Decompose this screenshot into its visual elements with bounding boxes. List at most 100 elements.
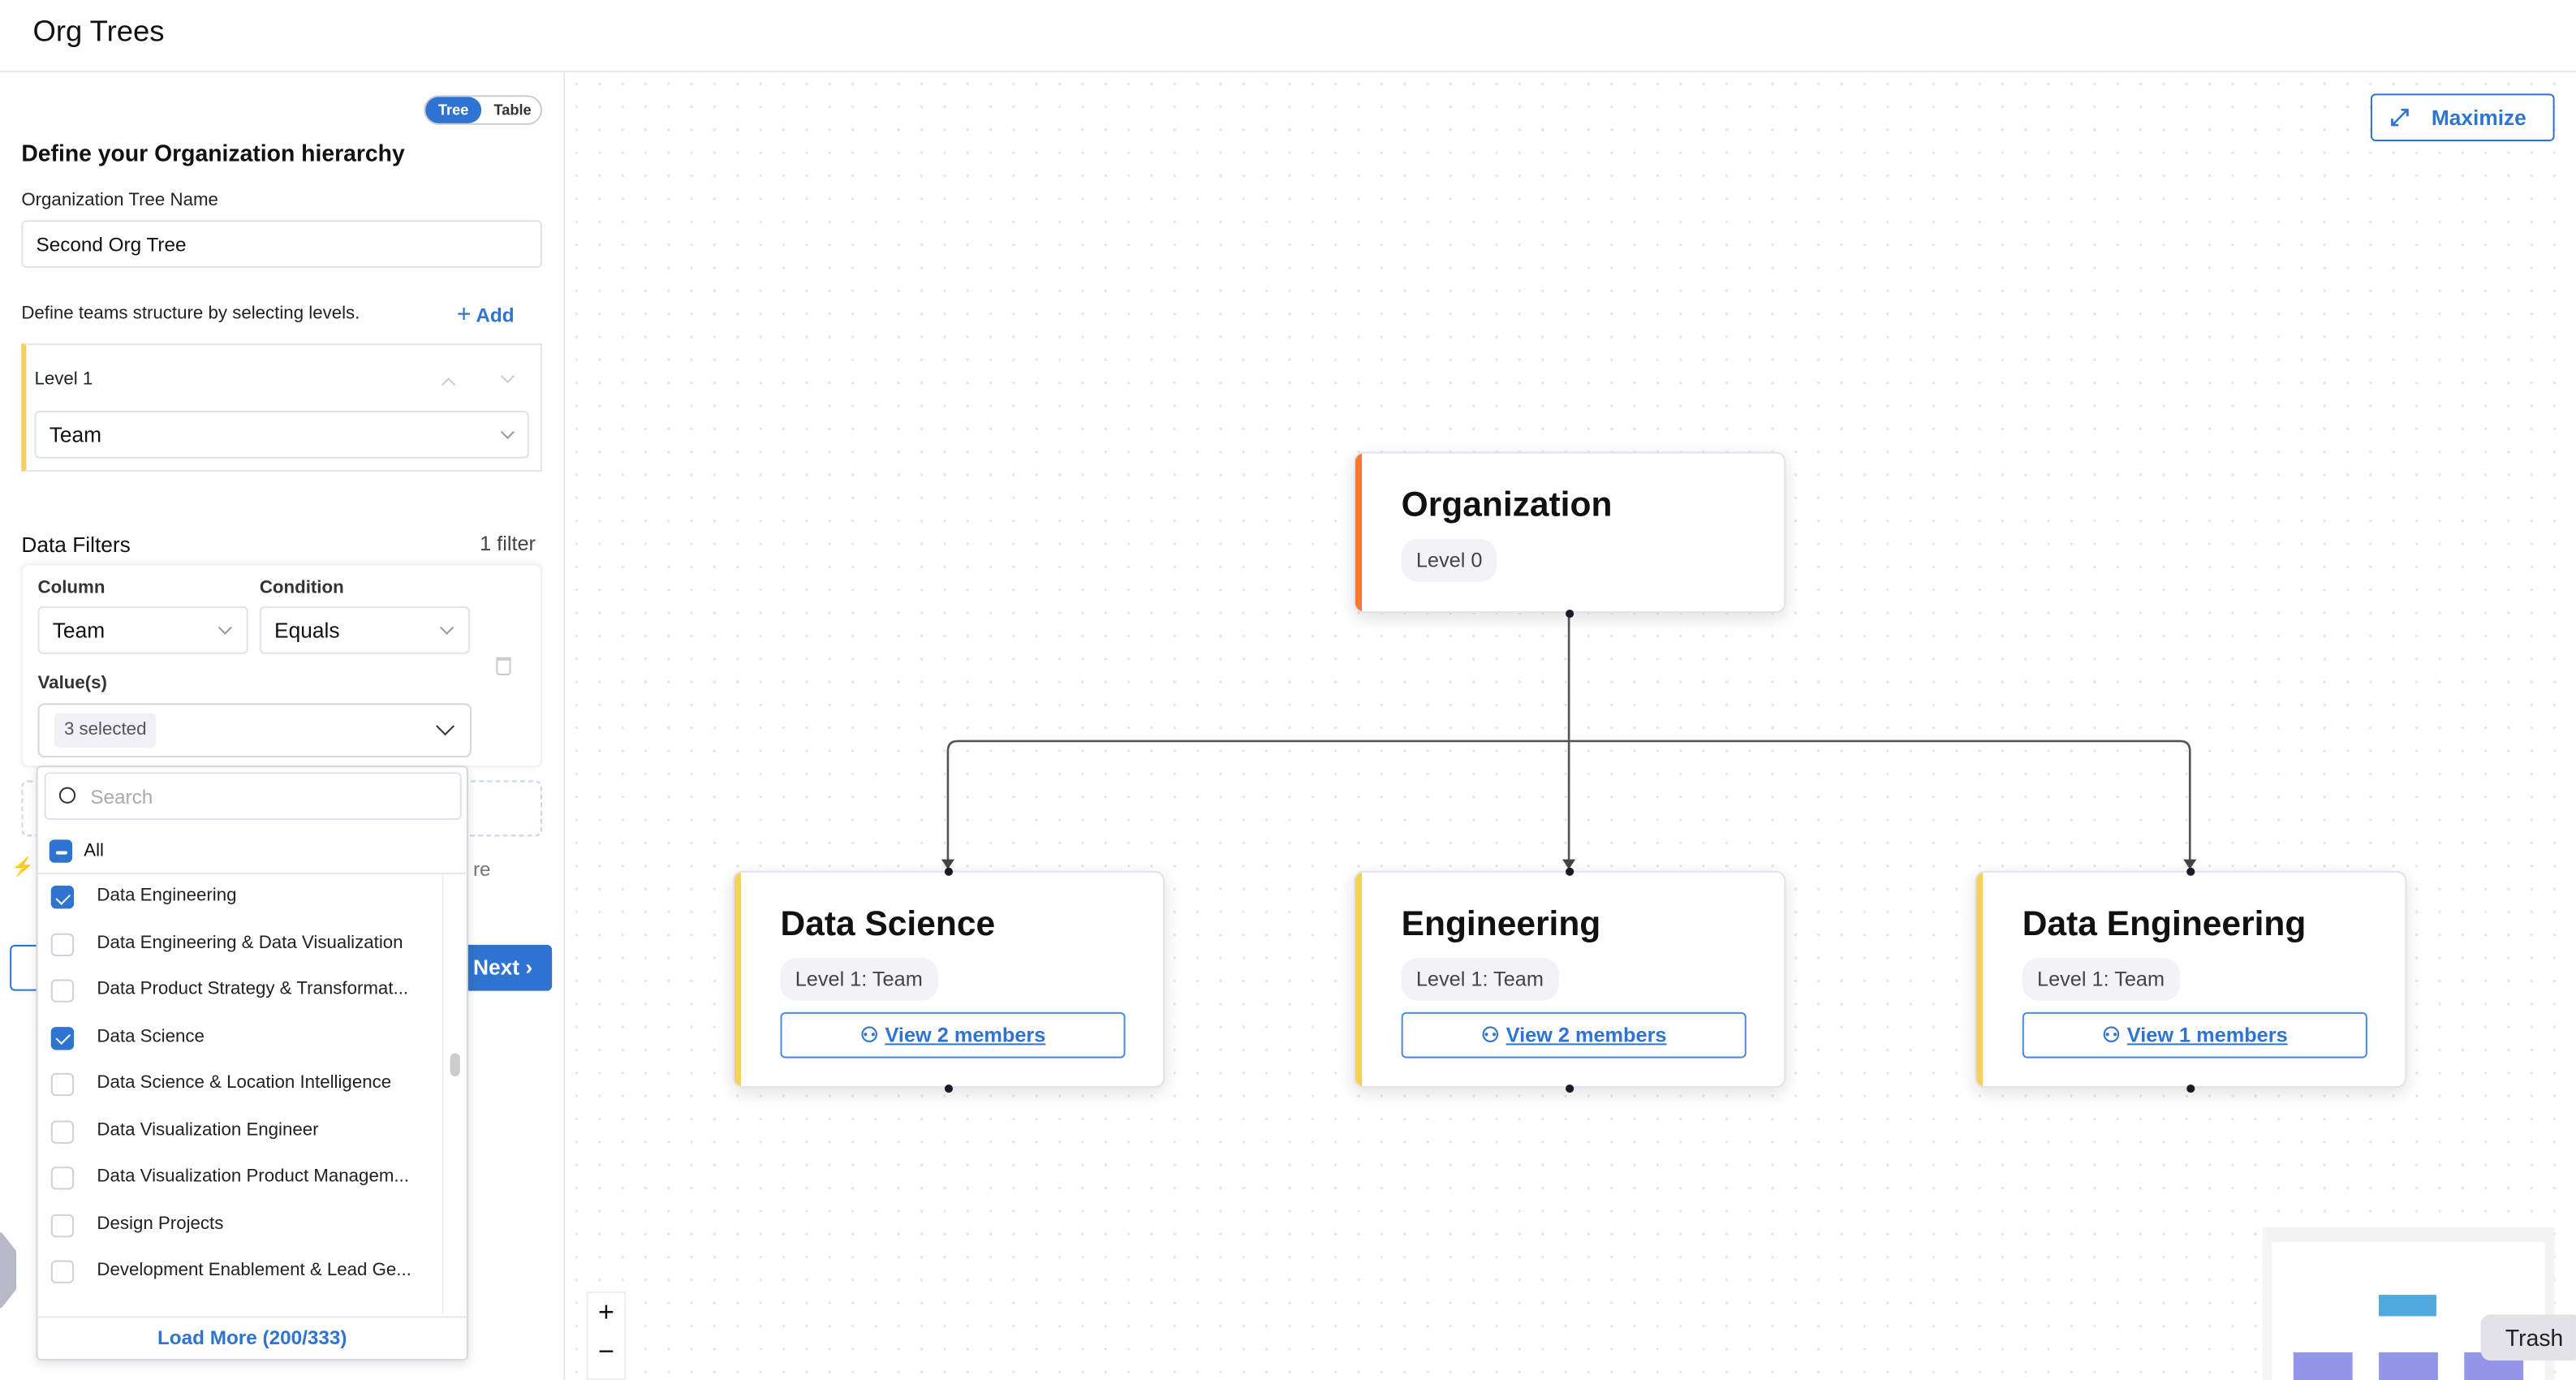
- node-title: Data Engineering: [2022, 905, 2307, 943]
- node-handle[interactable]: [1566, 609, 1574, 619]
- tree-name-input[interactable]: Second Org Tree: [21, 220, 542, 268]
- chevron-down-icon: [436, 717, 455, 736]
- add-label: Add: [476, 304, 515, 327]
- zoom-controls: + −: [586, 1292, 627, 1380]
- chevron-down-icon: [500, 425, 515, 439]
- chevron-down-icon: [218, 620, 232, 635]
- option-item[interactable]: Data Science: [38, 1015, 442, 1061]
- view-members-label: View 2 members: [1506, 1024, 1667, 1047]
- option-checkbox[interactable]: [50, 1072, 75, 1097]
- side-handle[interactable]: [0, 1232, 17, 1309]
- option-item[interactable]: Data Science & Location Intelligence: [38, 1062, 442, 1108]
- tree-canvas[interactable]: ⤢ Maximize Organization Level 0 Data Sci…: [565, 72, 2576, 1380]
- option-item[interactable]: Data Product Strategy & Transformat...: [38, 968, 442, 1014]
- view-members-button[interactable]: ⚇View 1 members: [2022, 1011, 2367, 1059]
- members-icon: ⚇: [2101, 1024, 2121, 1047]
- node-title: Organization: [1401, 486, 1613, 524]
- node-handle[interactable]: [1566, 867, 1574, 876]
- option-item[interactable]: Design Projects: [38, 1202, 442, 1248]
- select-all-label: All: [84, 841, 104, 861]
- minimap-child-node: [2293, 1352, 2353, 1380]
- next-label: Next: [472, 955, 520, 980]
- node-handle[interactable]: [1566, 1084, 1574, 1093]
- lightning-icon: ⚡: [11, 857, 34, 878]
- selected-chip: 3 selected: [54, 713, 157, 748]
- node-color-bar: [734, 872, 741, 1086]
- option-label: Development Enablement & Lead Ge...: [97, 1260, 411, 1280]
- edge-to-data-science: [946, 740, 1570, 861]
- option-item[interactable]: Data Visualization Engineer: [38, 1108, 442, 1154]
- option-item[interactable]: Data Engineering & Data Visualization: [38, 921, 442, 968]
- select-all-checkbox[interactable]: [49, 839, 73, 863]
- view-toggle[interactable]: Tree Table: [424, 95, 542, 125]
- add-level-button[interactable]: + Add: [457, 300, 515, 328]
- edge-to-data-engineering: [1569, 740, 2191, 861]
- option-checkbox[interactable]: [50, 1167, 75, 1190]
- tab-tree[interactable]: Tree: [425, 97, 482, 123]
- option-label: Data Science & Location Intelligence: [97, 1072, 392, 1093]
- hint-text-fragment: re: [472, 857, 491, 881]
- tab-table[interactable]: Table: [493, 101, 532, 119]
- node-handle[interactable]: [2186, 867, 2195, 876]
- move-down-icon[interactable]: [500, 369, 515, 384]
- view-members-label: View 1 members: [2126, 1024, 2288, 1047]
- node-color-bar: [1355, 453, 1363, 612]
- view-members-button[interactable]: ⚇View 2 members: [1401, 1011, 1747, 1059]
- condition-value: Equals: [274, 618, 340, 643]
- level-select[interactable]: Team: [34, 411, 529, 459]
- option-label: Data Engineering & Data Visualization: [97, 932, 403, 953]
- column-select[interactable]: Team: [37, 606, 248, 654]
- select-all-row[interactable]: All: [37, 826, 467, 874]
- option-item[interactable]: Development Enablement & Lead Ge...: [38, 1248, 442, 1295]
- plus-icon: +: [456, 300, 472, 329]
- column-value: Team: [52, 618, 106, 643]
- node-handle[interactable]: [944, 1084, 954, 1093]
- connector-lines: [941, 613, 2197, 869]
- level-badge: Level 1: Team: [780, 958, 938, 1001]
- option-checkbox[interactable]: [50, 1119, 75, 1143]
- node-handle[interactable]: [944, 867, 954, 876]
- option-checkbox[interactable]: [50, 1213, 75, 1237]
- option-checkbox[interactable]: [50, 1260, 75, 1283]
- chevron-down-icon: [439, 620, 454, 635]
- scrollbar-thumb[interactable]: [450, 1053, 460, 1076]
- option-checkbox[interactable]: [50, 979, 75, 1003]
- zoom-out-button[interactable]: −: [597, 1335, 614, 1368]
- level-badge: Level 1: Team: [2022, 958, 2180, 1001]
- expand-icon: ⤢: [2390, 103, 2409, 130]
- node-color-bar: [1976, 872, 1984, 1086]
- maximize-label: Maximize: [2431, 105, 2526, 130]
- values-multiselect[interactable]: 3 selected: [37, 703, 472, 758]
- zoom-in-button[interactable]: +: [597, 1296, 614, 1328]
- org-node-root[interactable]: Organization Level 0: [1353, 451, 1786, 614]
- arrow-head: [1562, 859, 1576, 869]
- option-checkbox[interactable]: [50, 932, 75, 956]
- minimap[interactable]: [2262, 1227, 2555, 1380]
- dropdown-search-input[interactable]: Search: [44, 772, 462, 821]
- option-label: Data Visualization Engineer: [97, 1119, 319, 1140]
- node-handle[interactable]: [2186, 1084, 2195, 1093]
- node-title: Engineering: [1401, 905, 1601, 943]
- level-label: Level 1: [34, 369, 93, 390]
- option-checkbox[interactable]: [50, 886, 75, 909]
- option-item[interactable]: Data Visualization Product Managem...: [38, 1155, 442, 1201]
- maximize-button[interactable]: ⤢ Maximize: [2370, 93, 2555, 142]
- condition-select[interactable]: Equals: [259, 606, 470, 654]
- option-item[interactable]: Data Engineering: [38, 874, 442, 921]
- tree-name-value: Second Org Tree: [36, 232, 187, 256]
- view-members-button[interactable]: ⚇View 2 members: [780, 1011, 1126, 1059]
- minimap-root-node: [2379, 1295, 2436, 1317]
- trash-icon[interactable]: [496, 657, 511, 675]
- option-label: Design Projects: [97, 1213, 224, 1234]
- data-filters-title: Data Filters: [21, 532, 131, 558]
- trash-tooltip: Trash: [2480, 1314, 2576, 1361]
- option-checkbox[interactable]: [50, 1026, 75, 1050]
- members-icon: ⚇: [859, 1024, 879, 1047]
- move-up-icon[interactable]: [442, 377, 456, 392]
- node-title: Data Science: [780, 905, 996, 943]
- load-more-button[interactable]: Load More (200/333): [37, 1316, 467, 1361]
